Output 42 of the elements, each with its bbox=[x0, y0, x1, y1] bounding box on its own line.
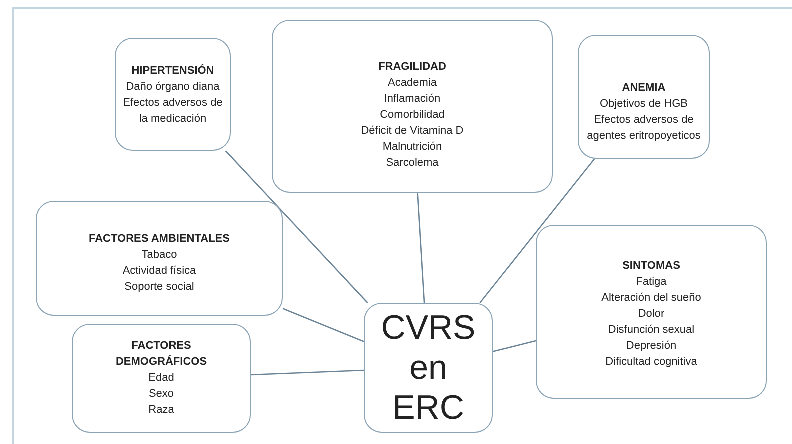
topic-item: Disfunción sexual bbox=[607, 323, 696, 338]
topic-item: Inflamación bbox=[383, 92, 442, 107]
topic-item: Academia bbox=[387, 76, 438, 91]
connector-line bbox=[480, 158, 596, 304]
topic-heading: SINTOMAS bbox=[622, 259, 682, 274]
topic-item: Dolor bbox=[637, 307, 666, 322]
central-title: CVRS en ERC bbox=[380, 308, 477, 428]
topic-box bbox=[72, 324, 251, 433]
topic-item: Depresión bbox=[625, 339, 678, 354]
topic-heading: FACTORES AMBIENTALES bbox=[88, 232, 231, 247]
topic-box bbox=[36, 201, 283, 316]
topic-heading: HIPERTENSIÓN bbox=[130, 63, 216, 79]
topic-box bbox=[115, 38, 231, 151]
connector-line bbox=[492, 340, 536, 352]
connector-line bbox=[250, 370, 364, 376]
connector-line bbox=[225, 150, 368, 304]
topic-box bbox=[578, 35, 710, 159]
topic-box bbox=[536, 225, 767, 399]
topic-item: Dificultad cognitiva bbox=[604, 355, 698, 370]
topic-item: Efectos adversos de agentes eritropoyeticos bbox=[586, 113, 702, 144]
topic-heading: ANEMIA bbox=[621, 81, 667, 96]
topic-item: Alteración del sueño bbox=[600, 291, 702, 306]
topic-item: Efectos adversos de la medicación bbox=[122, 96, 224, 127]
topic-item: Déficit de Vitamina D bbox=[360, 124, 465, 139]
topic-item: Tabaco bbox=[140, 248, 178, 263]
topic-item: Fatiga bbox=[635, 275, 668, 290]
topic-heading: FRAGILIDAD bbox=[378, 60, 448, 75]
topic-item: Malnutrición bbox=[382, 140, 444, 155]
connector-line bbox=[282, 308, 364, 342]
topic-item: Sexo bbox=[148, 387, 176, 402]
topic-item: Daño órgano diana bbox=[125, 80, 221, 95]
topic-item: Actividad física bbox=[122, 264, 198, 279]
topic-box bbox=[272, 20, 553, 193]
topic-heading: FACTORES DEMOGRÁFICOS bbox=[114, 339, 208, 370]
topic-item: Soporte social bbox=[124, 280, 196, 295]
topic-item: Raza bbox=[148, 403, 176, 418]
topic-item: Edad bbox=[148, 371, 176, 386]
connector-line bbox=[417, 192, 426, 304]
topic-item: Sarcolema bbox=[385, 156, 440, 171]
central-topic-box bbox=[364, 303, 493, 433]
topic-item: Objetivos de HGB bbox=[598, 97, 690, 112]
topic-item: Comorbilidad bbox=[379, 108, 446, 123]
